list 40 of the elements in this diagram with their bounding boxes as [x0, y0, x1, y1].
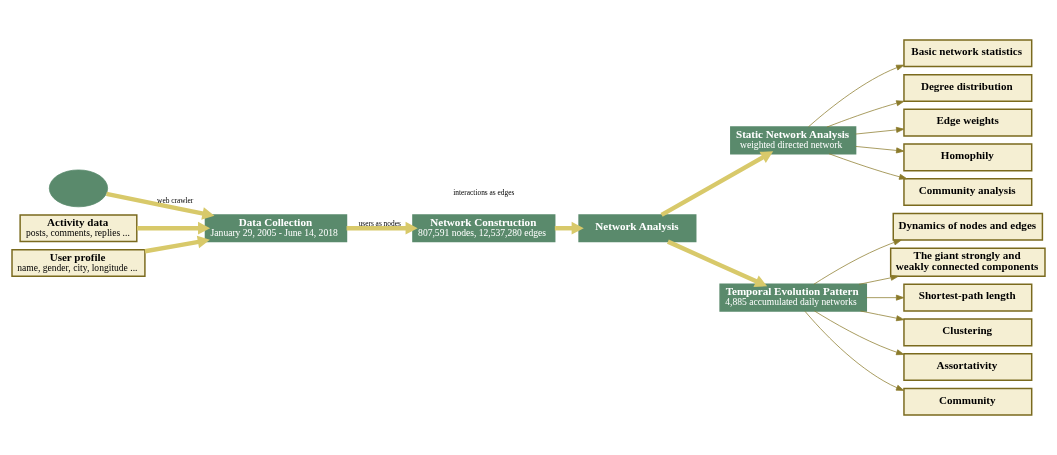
arrow [828, 153, 908, 180]
arrow [855, 126, 905, 135]
arrow [860, 310, 905, 322]
node-box: Network Construction 807,591 nodes, 12,537,280 edges [412, 214, 556, 243]
arrow [144, 235, 210, 254]
arrow [866, 294, 905, 301]
node-box: Degree distribution [903, 73, 1033, 102]
edge-label: web crawler [157, 196, 194, 206]
node-box: Assortativity [903, 353, 1033, 382]
arrow [106, 191, 215, 220]
arrow [660, 151, 774, 217]
arrow [855, 146, 905, 154]
node-box: User profile name, gender, city, longitude ... [11, 248, 146, 277]
node-box: Basic network statistics [903, 39, 1033, 68]
node-box: Static Network Analysis weighted directed network [730, 126, 857, 155]
arrow [804, 310, 905, 391]
node-box: The giant strongly and weakly connected components [889, 247, 1046, 277]
arrow [136, 221, 211, 235]
arrow [554, 221, 584, 235]
node-box: Edge weights [903, 108, 1033, 137]
arrow [667, 239, 768, 288]
arrow [346, 221, 418, 235]
node-box: Temporal Evolution Pattern 4,885 accumulated daily networks [719, 283, 868, 312]
node-box: Dynamics of nodes and edges [892, 212, 1044, 241]
node-box: Community analysis [903, 178, 1033, 207]
label: interactions as edges [453, 188, 515, 198]
arrow [826, 100, 905, 128]
node-box: Activity data posts, comments, replies ... [19, 214, 138, 243]
edge-label: users as nodes [358, 219, 401, 229]
node-box: Clustering [903, 318, 1033, 347]
arrow [813, 239, 902, 285]
arrow [858, 274, 899, 285]
node-cloud [48, 169, 108, 208]
node-box: Homophily [903, 143, 1033, 172]
arrow [808, 64, 905, 128]
arrow [814, 310, 905, 356]
node-box: Shortest-path length [903, 283, 1033, 312]
node-box: Network Analysis [578, 214, 697, 243]
node-box: Data Collection January 29, 2005 - June 14, 2018 [204, 214, 348, 243]
node-box: Community [903, 387, 1033, 416]
